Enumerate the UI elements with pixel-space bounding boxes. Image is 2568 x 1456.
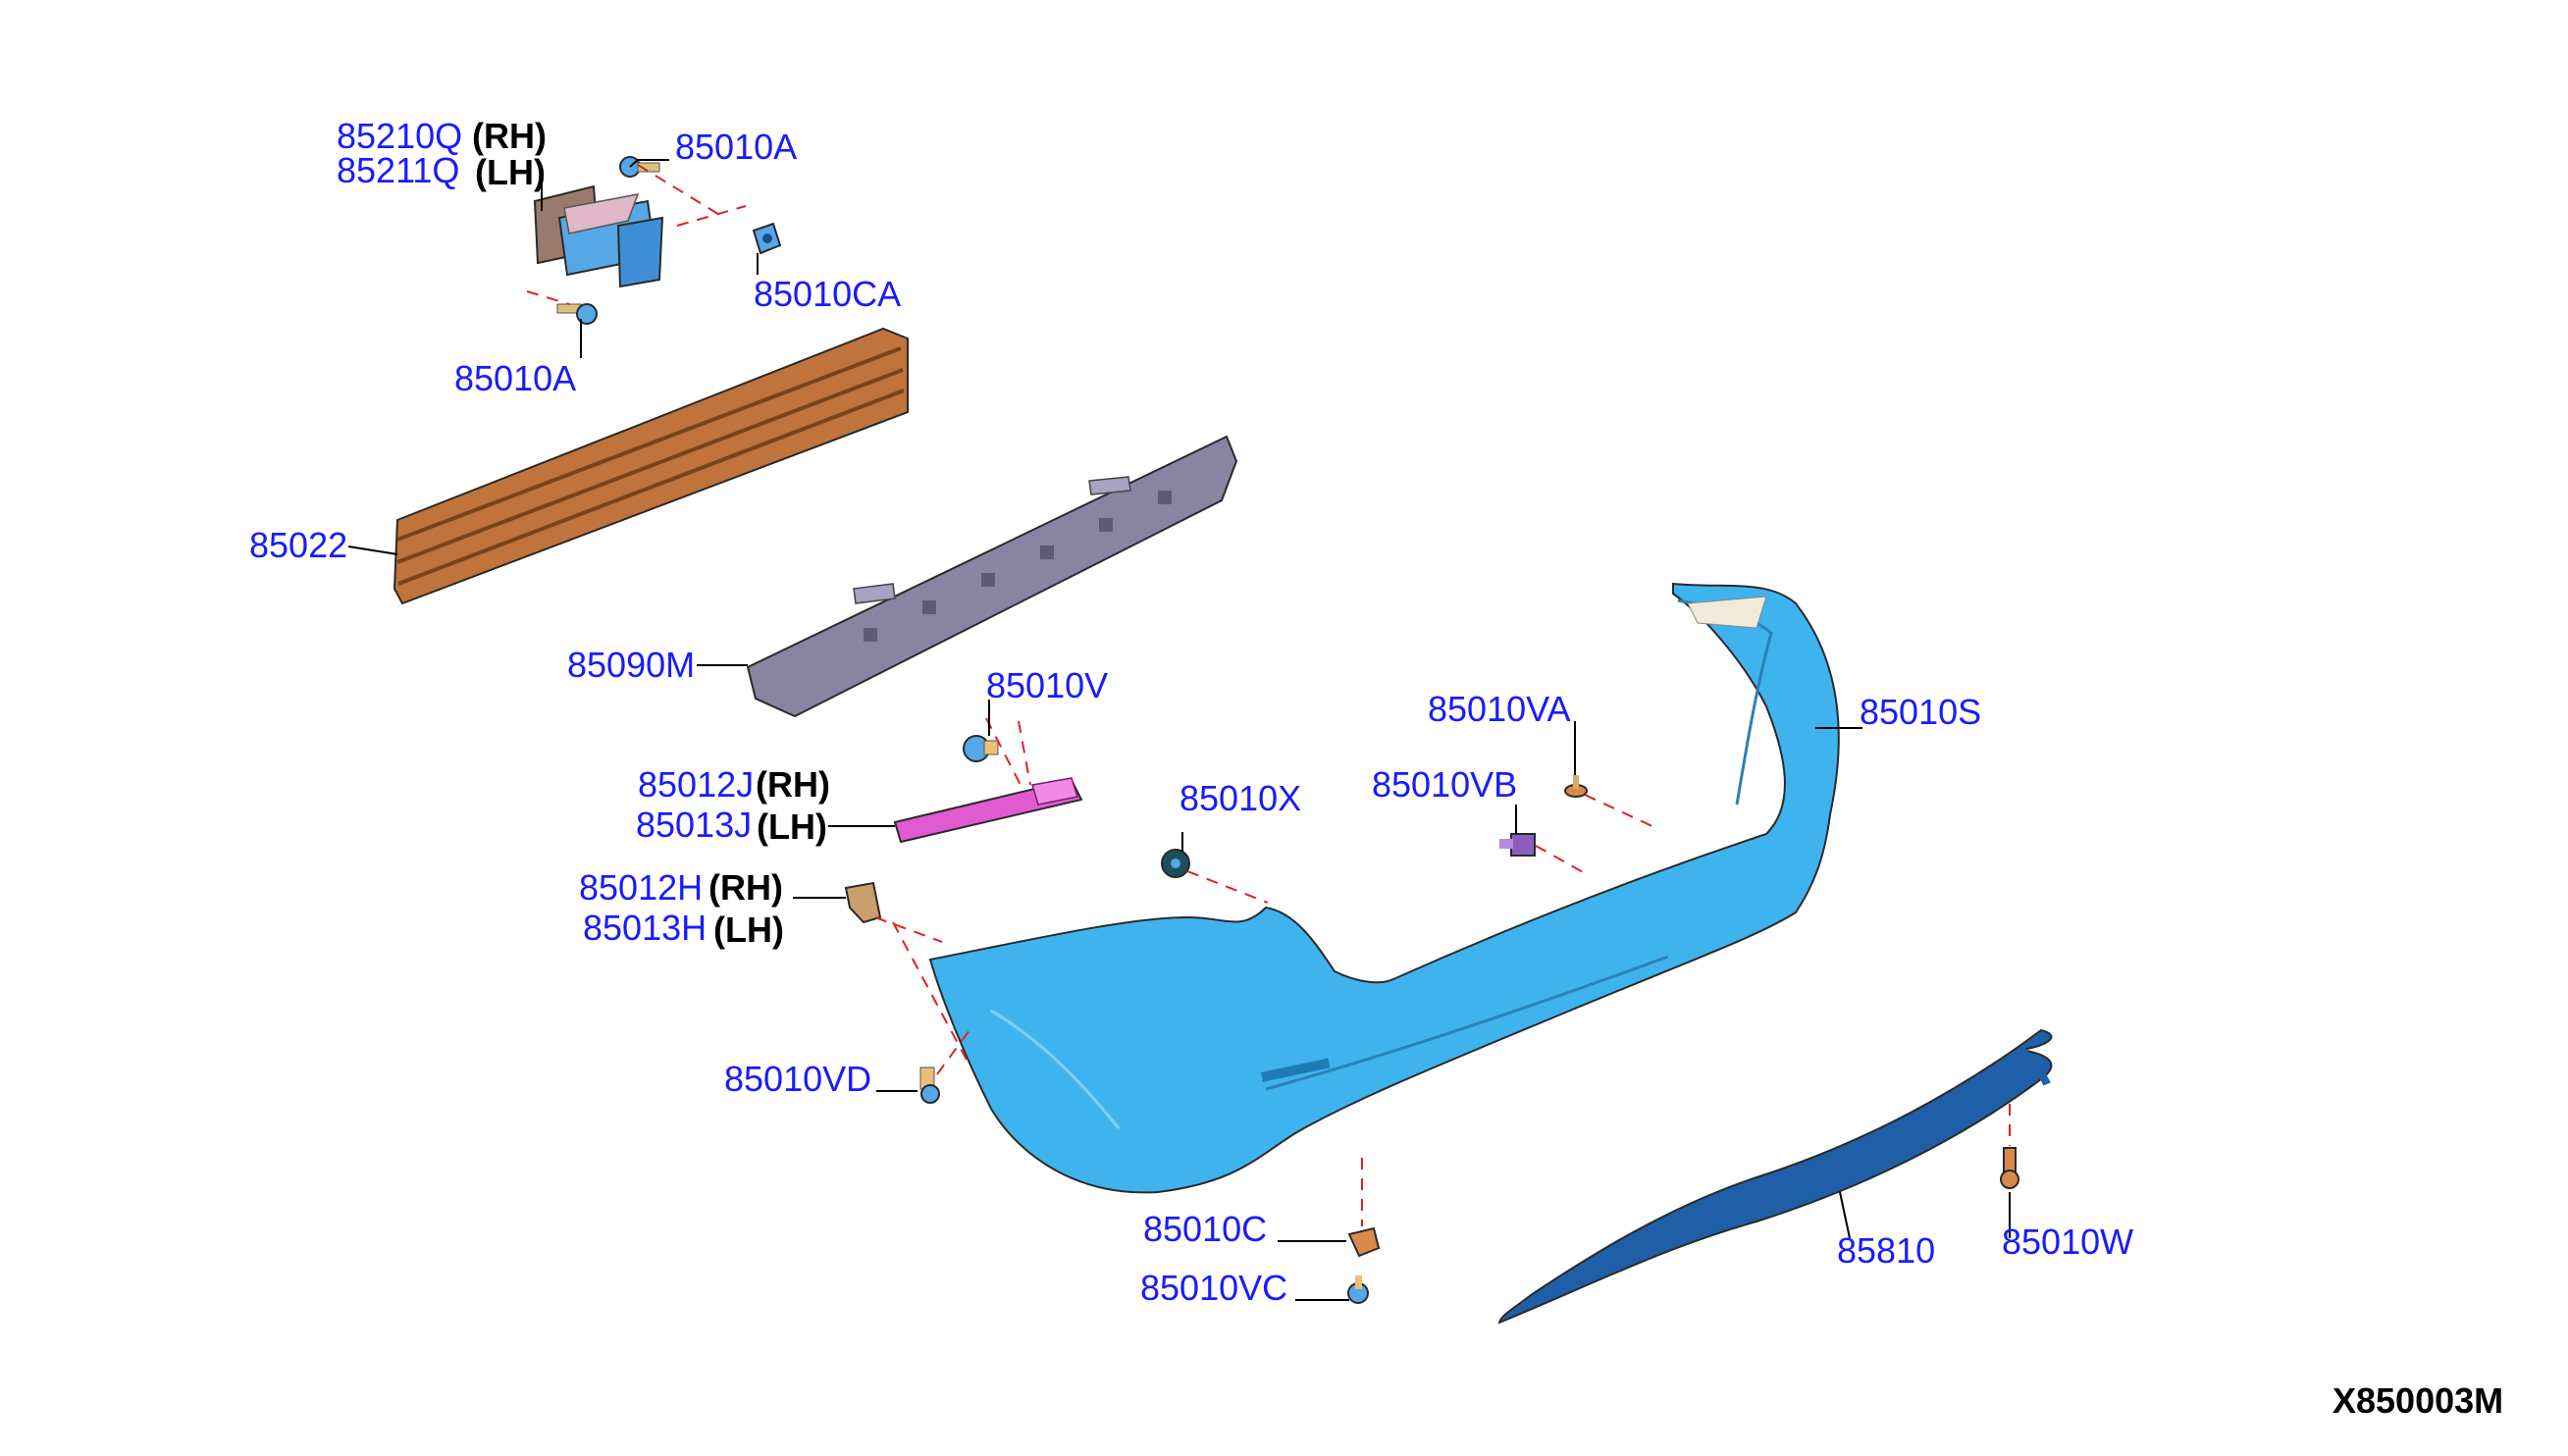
part-label-85010vc: 85010VC — [1140, 1268, 1287, 1308]
side-bracket — [844, 881, 882, 924]
part-label-85210q: 85210Q — [337, 116, 462, 156]
assembly-dash-lines — [526, 164, 2011, 1226]
clip-85010vb — [1499, 833, 1536, 857]
part-label-85010w: 85010W — [2002, 1222, 2133, 1262]
part-label-85010s: 85010S — [1860, 692, 1981, 732]
nut-85010x — [1161, 849, 1190, 878]
part-label-85090m: 85090M — [567, 645, 695, 685]
part-label-85810: 85810 — [1837, 1230, 1935, 1271]
part-label-85010x: 85010X — [1179, 778, 1301, 818]
side-label-rh: (RH) — [708, 867, 783, 908]
part-label-85010a-bottom: 85010A — [454, 358, 576, 398]
clip-85010vd — [919, 1066, 940, 1104]
part-label-85211q: 85211Q — [337, 150, 459, 190]
leader-lines — [347, 159, 2011, 1301]
rear-bumper-energy-absorber — [746, 435, 1238, 718]
part-label-85022: 85022 — [249, 525, 347, 565]
bracket-85010c — [1347, 1226, 1381, 1258]
part-label-85012j: 85012J — [638, 764, 754, 805]
part-label-85010ca: 85010CA — [754, 274, 901, 314]
part-label-85013h: 85013H — [583, 908, 707, 948]
diagram-reference-code: X850003M — [2332, 1380, 2503, 1421]
side-label-lh: (LH) — [475, 152, 546, 192]
side-label-lh: (LH) — [757, 806, 827, 847]
part-label-85010va: 85010VA — [1428, 689, 1570, 729]
clip-85010w — [2000, 1147, 2019, 1189]
clip-85010va — [1564, 775, 1588, 798]
side-label-lh: (LH) — [713, 910, 784, 950]
part-label-85010v: 85010V — [986, 665, 1108, 705]
clip-85010v — [963, 735, 999, 762]
clip-85010vc — [1347, 1275, 1369, 1304]
part-label-85010a-top: 85010A — [675, 127, 797, 167]
side-label-rh: (RH) — [756, 764, 830, 805]
part-label-85010vb: 85010VB — [1372, 764, 1517, 805]
nut-85010ca — [752, 222, 782, 255]
part-label-85013j: 85013J — [636, 805, 752, 845]
bolt-85010a-bottom — [556, 303, 598, 325]
part-label-85010vd: 85010VD — [724, 1059, 871, 1099]
reflector-bracket — [893, 777, 1083, 844]
rear-bumper-reinforcement — [393, 327, 909, 605]
rear-bumper-lower-molding — [1497, 1028, 2053, 1325]
part-label-85010c: 85010C — [1143, 1209, 1267, 1249]
side-label-rh: (RH) — [472, 116, 547, 156]
rear-bumper-fascia — [928, 582, 1840, 1194]
rear-bumper-stay-bracket — [533, 184, 664, 288]
part-label-85012h: 85012H — [579, 867, 703, 908]
